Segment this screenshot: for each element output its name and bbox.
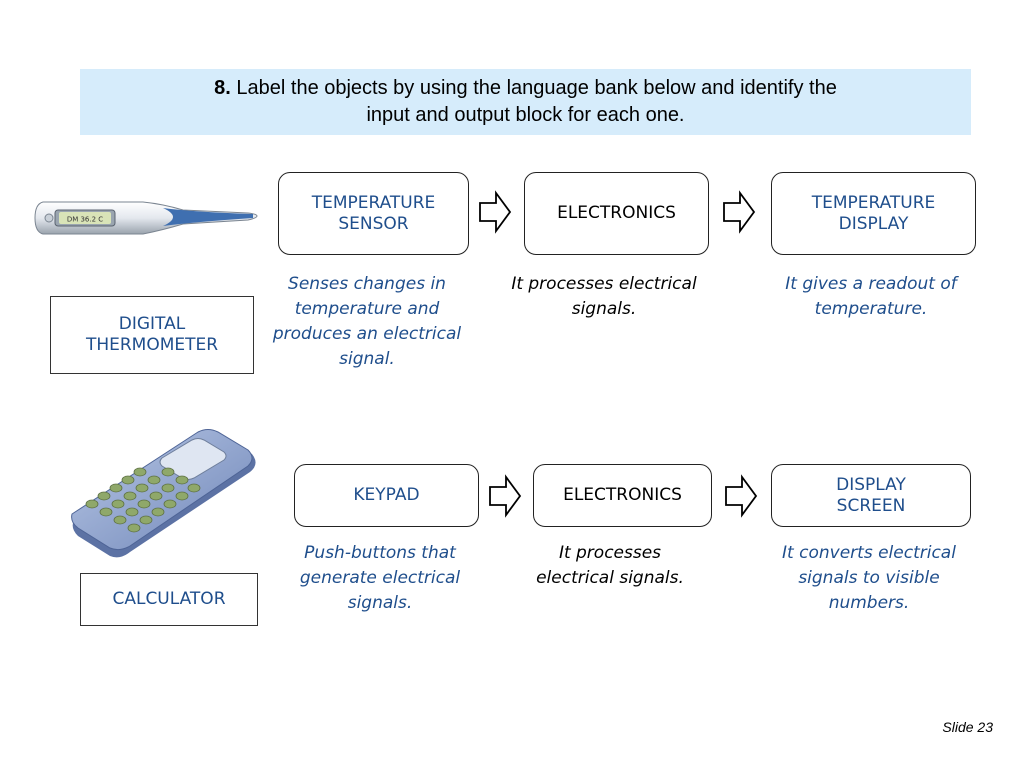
instruction-line-1: 8. Label the objects by using the langua…: [214, 75, 837, 102]
temperature-sensor-block: TEMPERATURE SENSOR: [278, 172, 469, 255]
thermometer-screen-text: DM 36.2 C: [67, 216, 103, 224]
calculator-label: CALCULATOR: [80, 573, 258, 626]
temperature-display-description: It gives a readout of temperature.: [785, 274, 957, 319]
display-screen-description: It converts electrical signals to visibl…: [782, 543, 956, 613]
calculator-image: [71, 429, 256, 558]
display-screen-block: DISPLAY SCREEN: [771, 464, 971, 527]
slide-number: Slide 23: [942, 719, 993, 735]
electronics-block: ELECTRONICS: [524, 172, 709, 255]
electronics-description-calculator: It processes electrical signals.: [536, 543, 684, 588]
temperature-sensor-description: Senses changes in temperature and produc…: [272, 274, 462, 369]
digital-thermometer-label: DIGITAL THERMOMETER: [50, 296, 254, 374]
keypad-description: Push-buttons that generate electrical si…: [299, 543, 461, 613]
right-arrow-icon: [479, 190, 512, 234]
keypad-block: KEYPAD: [294, 464, 479, 527]
electronics-description: It processes electrical signals.: [511, 274, 697, 319]
instruction-banner: 8. Label the objects by using the langua…: [80, 69, 971, 135]
question-number: 8.: [214, 77, 231, 99]
right-arrow-icon: [725, 474, 758, 518]
temperature-display-block: TEMPERATURE DISPLAY: [771, 172, 976, 255]
thermometer-image: DM 36.2 C: [34, 201, 258, 235]
electronics-block-calculator: ELECTRONICS: [533, 464, 712, 527]
right-arrow-icon: [489, 474, 522, 518]
instruction-line-2: input and output block for each one.: [366, 104, 685, 126]
instruction-text-1: Label the objects by using the language …: [236, 77, 837, 99]
right-arrow-icon: [723, 190, 756, 234]
